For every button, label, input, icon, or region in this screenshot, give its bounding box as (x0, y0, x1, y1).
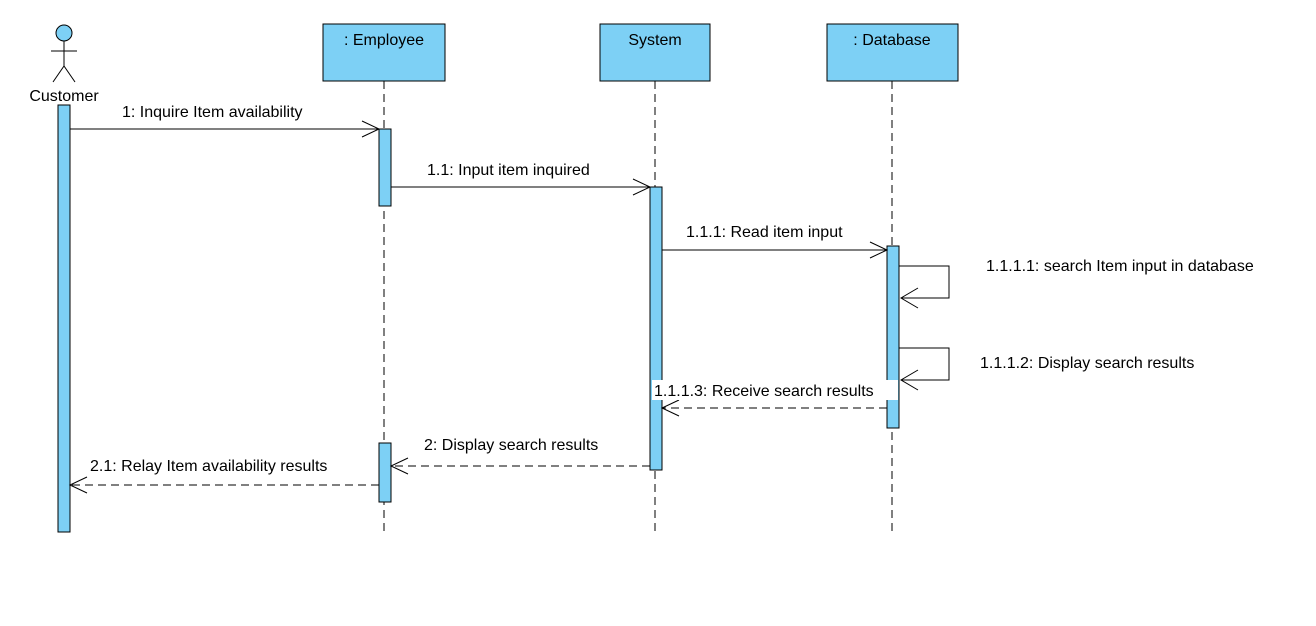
open-arrow-icon (900, 369, 919, 391)
open-arrow-icon (869, 241, 889, 259)
activation-database[interactable] (886, 245, 900, 429)
participant-system-box (599, 23, 711, 82)
participant-customer[interactable]: Customer (29, 24, 99, 105)
message-1-1-1-1[interactable]: 1.1.1.1: search Item input in database (899, 258, 1254, 309)
message-2-1-label: 2.1: Relay Item availability results (90, 458, 327, 475)
participant-employee-box (322, 23, 446, 82)
message-1-label: 1: Inquire Item availability (122, 104, 303, 121)
open-arrow-icon (389, 457, 409, 475)
activation-system[interactable] (649, 186, 663, 471)
activation-employee-2[interactable] (378, 442, 392, 503)
open-arrow-icon (660, 399, 680, 417)
open-arrow-icon (632, 178, 652, 196)
open-arrow-icon (68, 476, 88, 494)
message-1[interactable]: 1: Inquire Item availability (70, 104, 381, 138)
participant-system[interactable]: System (599, 23, 711, 82)
message-1-1-1-2[interactable]: 1.1.1.2: Display search results (899, 347, 1194, 391)
message-2-label: 2: Display search results (424, 437, 598, 454)
message-1-1-label: 1.1: Input item inquired (427, 162, 590, 179)
participant-database-label: : Database (853, 32, 930, 49)
message-1-1-1-2-label: 1.1.1.2: Display search results (980, 355, 1194, 372)
open-arrow-icon (361, 120, 381, 138)
open-arrow-icon (900, 287, 919, 309)
participant-database-box (826, 23, 959, 82)
participant-customer-label: Customer (29, 88, 99, 105)
message-1-1[interactable]: 1.1: Input item inquired (391, 162, 652, 196)
actor-icon (51, 24, 77, 83)
label-background (652, 380, 898, 400)
participant-employee[interactable]: : Employee (322, 23, 446, 82)
message-1-1-1-3[interactable]: 1.1.1.3: Receive search results (652, 380, 898, 417)
message-1-1-1[interactable]: 1.1.1: Read item input (662, 224, 889, 259)
message-2-1[interactable]: 2.1: Relay Item availability results (68, 458, 379, 494)
participant-database[interactable]: : Database (826, 23, 959, 82)
message-2[interactable]: 2: Display search results (389, 437, 650, 475)
activation-employee-1[interactable] (378, 128, 392, 207)
message-1-1-1-1-label: 1.1.1.1: search Item input in database (986, 258, 1254, 275)
participant-employee-label: : Employee (344, 32, 424, 49)
message-1-1-1-2-line (899, 347, 950, 381)
message-1-1-1-3-label: 1.1.1.3: Receive search results (654, 383, 874, 400)
participant-system-label: System (628, 32, 681, 49)
message-1-1-1-1-line (899, 265, 950, 299)
message-1-1-1-label: 1.1.1: Read item input (686, 224, 843, 241)
activation-customer[interactable] (57, 104, 71, 533)
